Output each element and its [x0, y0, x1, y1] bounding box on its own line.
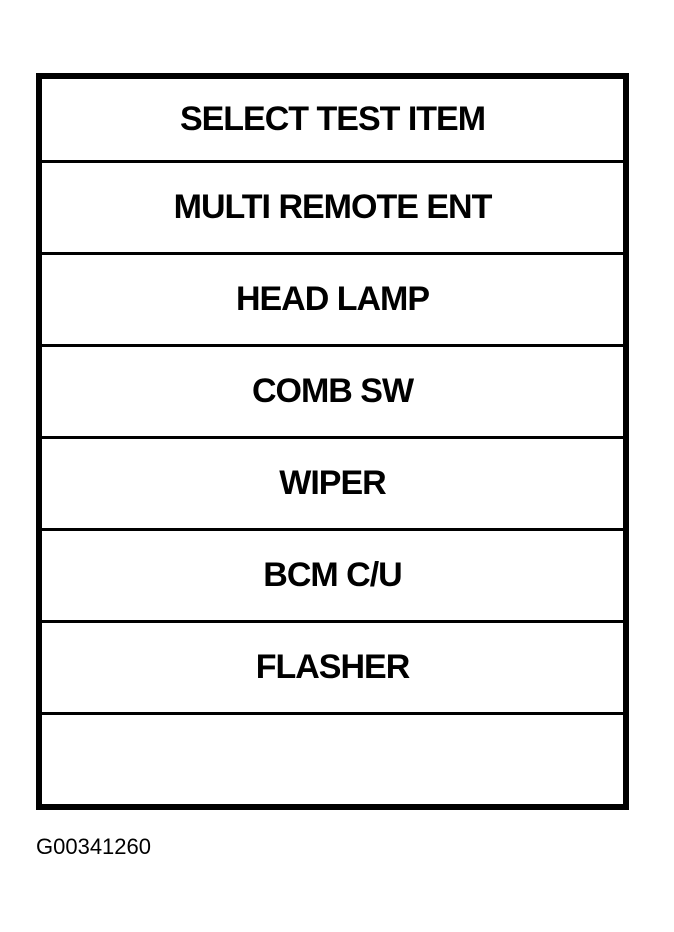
menu-item-head-lamp[interactable]: HEAD LAMP: [42, 255, 623, 347]
menu-item-multi-remote-ent[interactable]: MULTI REMOTE ENT: [42, 163, 623, 255]
menu-item-comb-sw[interactable]: COMB SW: [42, 347, 623, 439]
menu-item-empty[interactable]: [42, 715, 623, 804]
menu-item-wiper[interactable]: WIPER: [42, 439, 623, 531]
menu-item-flasher[interactable]: FLASHER: [42, 623, 623, 715]
figure-id: G00341260: [36, 834, 151, 859]
test-item-menu: SELECT TEST ITEM MULTI REMOTE ENT HEAD L…: [36, 73, 629, 810]
menu-item-bcm-cu[interactable]: BCM C/U: [42, 531, 623, 623]
menu-header: SELECT TEST ITEM: [42, 79, 623, 163]
